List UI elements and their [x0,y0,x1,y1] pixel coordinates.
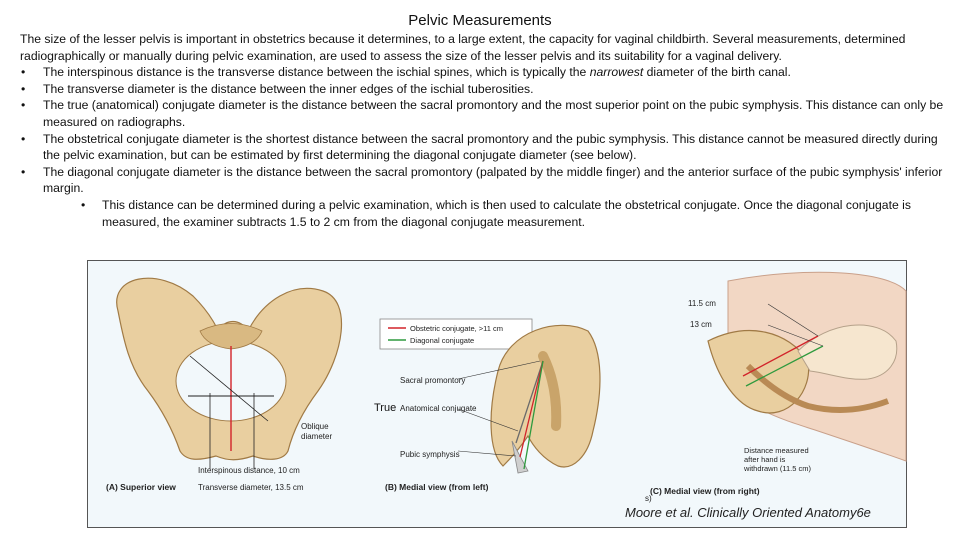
text-body: The size of the lesser pelvis is importa… [20,31,945,230]
bullet-true-conjugate: The true (anatomical) conjugate diameter… [20,97,945,130]
label-sacral-promontory: Sacral promontory [400,376,465,385]
label-s-marker: s) [645,494,652,503]
label-view-c: (C) Medial view (from right) [650,486,760,496]
legend-obstetric: Obstetric conjugate, >11 cm [410,324,503,333]
bullet-obstetrical-conjugate: The obstetrical conjugate diameter is th… [20,131,945,164]
legend-box [379,318,533,350]
label-distance-line2: after hand is [744,455,786,464]
legend-diagonal: Diagonal conjugate [410,336,474,345]
label-oblique-line1: Oblique [301,422,329,431]
sub-bullet-diagonal-measurement: This distance can be determined during a… [79,197,945,230]
label-distance-line1: Distance measured [744,446,809,455]
hand-examination-view [707,271,907,462]
bullet-list: The interspinous distance is the transve… [20,64,945,230]
bullet-interspinous: The interspinous distance is the transve… [20,64,945,81]
label-view-b: (B) Medial view (from left) [385,482,489,492]
medial-view-pelvis [457,324,601,474]
label-11-5-cm: 11.5 cm [688,299,716,308]
label-view-a: (A) Superior view [106,482,176,492]
emphasis-narrowest: narrowest [589,65,644,80]
label-distance-line3: withdrawn (11.5 cm) [743,464,811,473]
bullet-diagonal-conjugate: The diagonal conjugate diameter is the d… [20,164,945,230]
pelvis-illustration: Oblique diameter Interspinous distance, … [106,271,907,520]
label-anatomical-conjugate: Anatomical conjugate [400,404,477,413]
sub-bullet-list: This distance can be determined during a… [43,197,945,230]
label-pubic-symphysis: Pubic symphysis [400,450,460,459]
bullet-transverse: The transverse diameter is the distance … [20,81,945,98]
page-title: Pelvic Measurements [408,12,552,29]
figure-credit: Moore et al. Clinically Oriented Anatomy… [625,505,871,520]
label-oblique-line2: diameter [301,432,332,441]
label-transverse: Transverse diameter, 13.5 cm [198,483,304,492]
label-true-marker: True [374,402,396,414]
intro-paragraph: The size of the lesser pelvis is importa… [20,32,906,63]
superior-view-pelvis [116,277,343,469]
label-interspinous: Interspinous distance, 10 cm [198,466,300,475]
pelvis-figure: Oblique diameter Interspinous distance, … [87,260,907,528]
label-13-cm: 13 cm [690,320,712,329]
